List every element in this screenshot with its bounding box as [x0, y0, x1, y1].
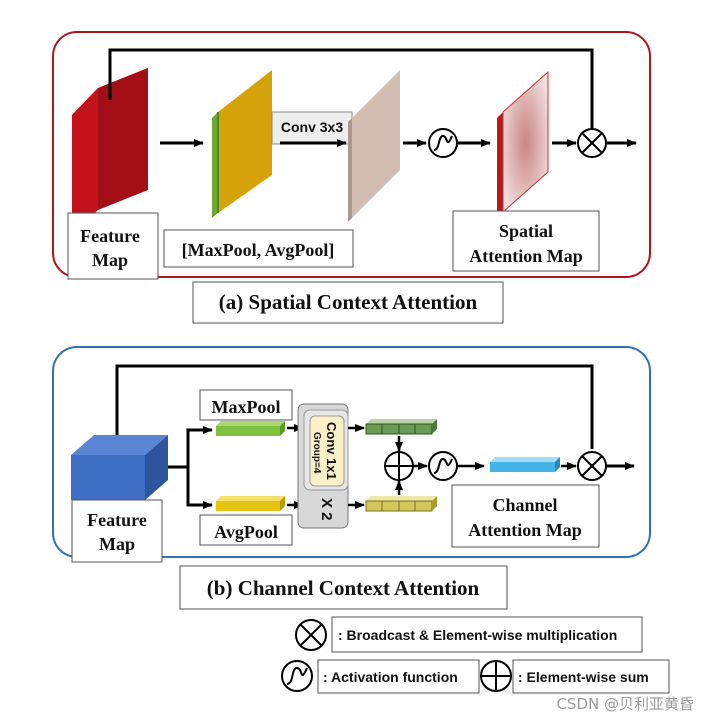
- channel-feature-map-label-line1: Feature: [87, 510, 147, 530]
- channel-feature-map-label-box: [71, 499, 163, 563]
- channel-multiply-icon: [577, 451, 607, 481]
- legend-activation-text: : Activation function: [323, 669, 458, 685]
- spatial-attention-map-block: [497, 70, 549, 218]
- legend-sum-icon: [480, 660, 512, 692]
- conv3x3-box: [271, 111, 353, 145]
- spatial-attention-label-line1: Spatial: [499, 221, 553, 241]
- spatial-feature-map-label-line2: Map: [92, 250, 128, 270]
- caption-b: (b) Channel Context Attention: [207, 576, 480, 600]
- panel-channel-attention: Feature Map MaxPool AvgPool Co: [52, 346, 651, 563]
- spatial-activation-icon: [428, 128, 458, 158]
- channel-activation-icon: [428, 451, 458, 481]
- spatial-attention-label-line2: Attention Map: [469, 246, 583, 266]
- conv1x1-shared-block: [297, 403, 349, 529]
- group-label: Group=4: [311, 432, 322, 474]
- maxpool-label-box: [199, 389, 293, 421]
- maxpool-vector-bar: [216, 421, 285, 436]
- channel-attention-label-line2: Attention Map: [468, 520, 582, 540]
- legend-multiply-text: : Broadcast & Element-wise multiplicatio…: [338, 627, 617, 643]
- channel-skip-connection: [115, 364, 594, 449]
- caption-a-box: [192, 281, 504, 324]
- channel-sum-icon: [384, 451, 414, 481]
- spatial-attention-label-box: [452, 210, 600, 272]
- legend-multiply-box: [331, 616, 643, 653]
- avgpool-label-box: [199, 514, 293, 546]
- spatial-feature-map-block: [72, 68, 148, 236]
- panel-b-border: [52, 346, 651, 558]
- avgpool-vector-bar: [216, 496, 285, 511]
- conv1x1-label: Conv 1x1: [324, 422, 339, 480]
- channel-feature-map-label-line2: Map: [99, 534, 135, 554]
- panel-a-border: [52, 31, 651, 278]
- channel-attention-label-box: [451, 484, 600, 548]
- caption-b-box: [179, 565, 508, 610]
- legend-activation-icon: [281, 660, 313, 692]
- pool-label: [MaxPool, AvgPool]: [182, 240, 335, 260]
- legend-sum-box: [512, 659, 670, 694]
- spatial-feature-map-label-box: [67, 212, 159, 280]
- split-to-maxpool: [186, 426, 213, 467]
- maxpool-conv-output-vector: [365, 419, 437, 435]
- caption-a: (a) Spatial Context Attention: [219, 290, 478, 314]
- maxpool-label: MaxPool: [212, 397, 281, 417]
- legend-activation-box: [317, 659, 480, 694]
- pool-label-box: [163, 229, 354, 268]
- spatial-feature-map-label-line1: Feature: [80, 226, 140, 246]
- avgpool-label: AvgPool: [214, 522, 278, 542]
- split-to-avgpool: [186, 467, 213, 509]
- legend-sum-text: : Element-wise sum: [518, 669, 649, 685]
- legend-multiply-icon: [295, 619, 327, 651]
- pooled-map-block: [212, 70, 272, 218]
- avgpool-conv-output-vector: [365, 496, 437, 512]
- conv-output-block: [348, 70, 400, 222]
- channel-feature-map-block: [71, 435, 168, 500]
- channel-attention-label-line1: Channel: [492, 495, 557, 515]
- spatial-skip-connection: [108, 48, 594, 128]
- repeat-label: X 2: [318, 498, 335, 521]
- spatial-multiply-icon: [577, 128, 607, 158]
- watermark: CSDN @贝利亚黄昏: [556, 695, 694, 713]
- panel-spatial-attention: Feature Map [MaxPool, AvgPool] Conv 3x3: [52, 31, 651, 280]
- legend: : Broadcast & Element-wise multiplicatio…: [281, 616, 670, 694]
- channel-attention-vector-bar: [490, 457, 560, 472]
- conv3x3-label: Conv 3x3: [281, 119, 343, 135]
